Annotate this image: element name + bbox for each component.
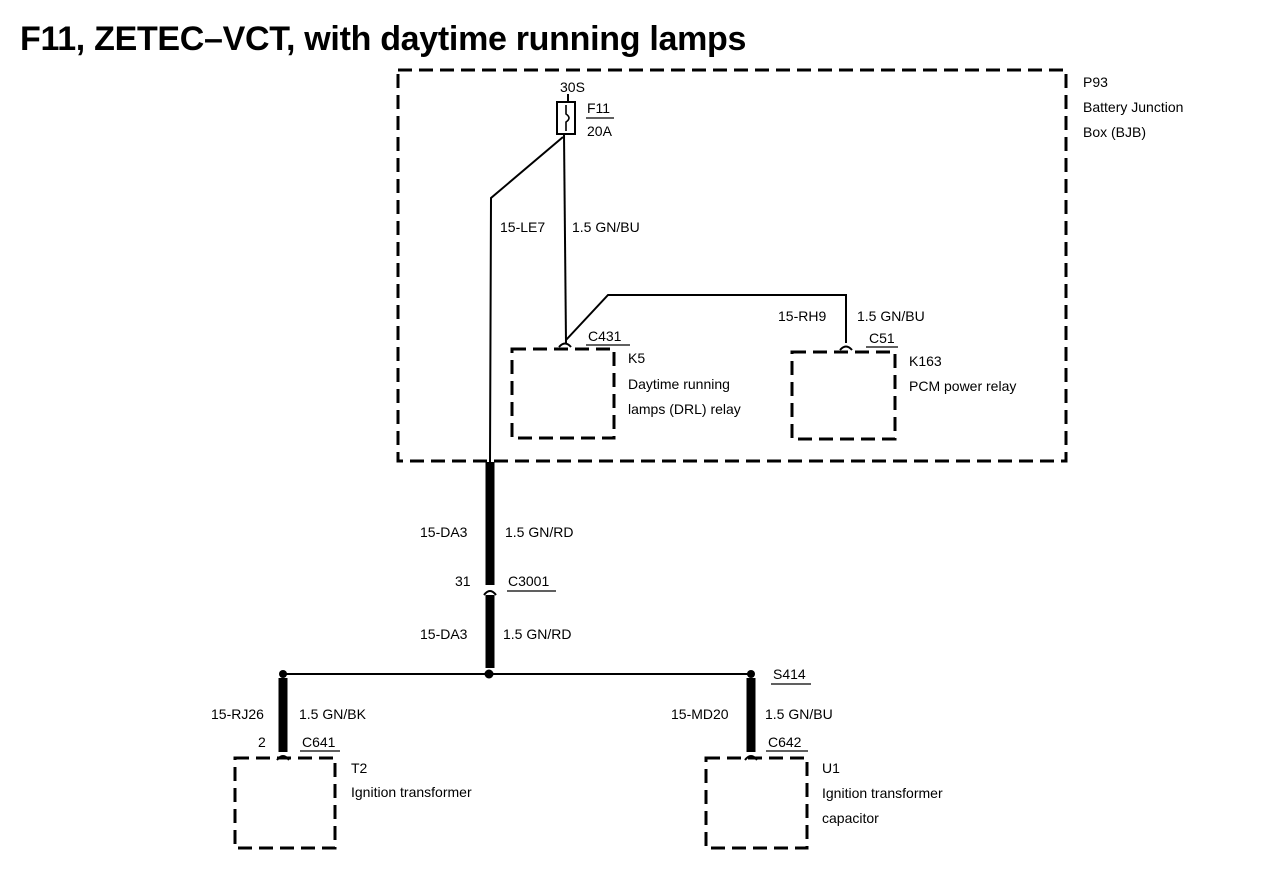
c641-pin-label: 2 [258, 734, 266, 750]
u1-desc-line1: Ignition transformer [822, 785, 943, 801]
c642-label: C642 [768, 734, 802, 750]
k163-relay-box [790, 350, 897, 441]
splice-node-center [484, 669, 494, 679]
t2-desc-line1: Ignition transformer [351, 784, 472, 800]
splice-node-right [747, 670, 755, 678]
k5-id: K5 [628, 350, 645, 366]
md20-circuit-label: 15-MD20 [671, 706, 729, 722]
da3-lower-circuit-label: 15-DA3 [420, 626, 468, 642]
bjb-id: P93 [1083, 74, 1108, 90]
rj26-circuit-label: 15-RJ26 [211, 706, 264, 722]
md20-spec-label: 1.5 GN/BU [765, 706, 833, 722]
k5-relay-box [510, 347, 616, 440]
fuse-supply-label: 30S [560, 79, 585, 95]
u1-desc-line2: capacitor [822, 810, 879, 826]
c3001-connector-symbol [483, 590, 497, 596]
rh9-spec-label: 1.5 GN/BU [857, 308, 925, 324]
c641-label: C641 [302, 734, 336, 750]
fuse-rating: 20A [587, 123, 613, 139]
wire-da3-diagonal [489, 136, 564, 463]
u1-component-box [704, 756, 809, 850]
k5-desc-line1: Daytime running [628, 376, 730, 392]
s414-label: S414 [773, 666, 806, 682]
bjb-name-line1: Battery Junction [1083, 99, 1183, 115]
splice-node-left [279, 670, 287, 678]
da3-lower-spec-label: 1.5 GN/RD [503, 626, 571, 642]
wire-le7-upper [563, 133, 567, 344]
u1-id: U1 [822, 760, 840, 776]
diagram-title: F11, ZETEC–VCT, with daytime running lam… [20, 20, 747, 58]
le7-circuit-label: 15-LE7 [500, 219, 545, 235]
bjb-name-line2: Box (BJB) [1083, 124, 1146, 140]
fuse-symbol [556, 101, 576, 135]
rj26-spec-label: 1.5 GN/BK [299, 706, 367, 722]
t2-id: T2 [351, 760, 368, 776]
da3-upper-spec-label: 1.5 GN/RD [505, 524, 573, 540]
c431-label: C431 [588, 328, 622, 344]
wire-rh9 [565, 294, 847, 343]
c3001-label: C3001 [508, 573, 549, 589]
da3-upper-circuit-label: 15-DA3 [420, 524, 468, 540]
k5-desc-line2: lamps (DRL) relay [628, 401, 741, 417]
c431-connector-symbol [558, 342, 572, 348]
c51-connector-symbol [839, 345, 853, 351]
fuse-id: F11 [587, 100, 610, 116]
rh9-circuit-label: 15-RH9 [778, 308, 826, 324]
t2-component-box [233, 756, 337, 850]
k163-id: K163 [909, 353, 942, 369]
bjb-outline [396, 68, 1068, 463]
k163-desc-line1: PCM power relay [909, 378, 1016, 394]
c51-label: C51 [869, 330, 895, 346]
fuse-element [565, 105, 570, 131]
c3001-pin-label: 31 [455, 573, 471, 589]
le7-spec-label: 1.5 GN/BU [572, 219, 640, 235]
